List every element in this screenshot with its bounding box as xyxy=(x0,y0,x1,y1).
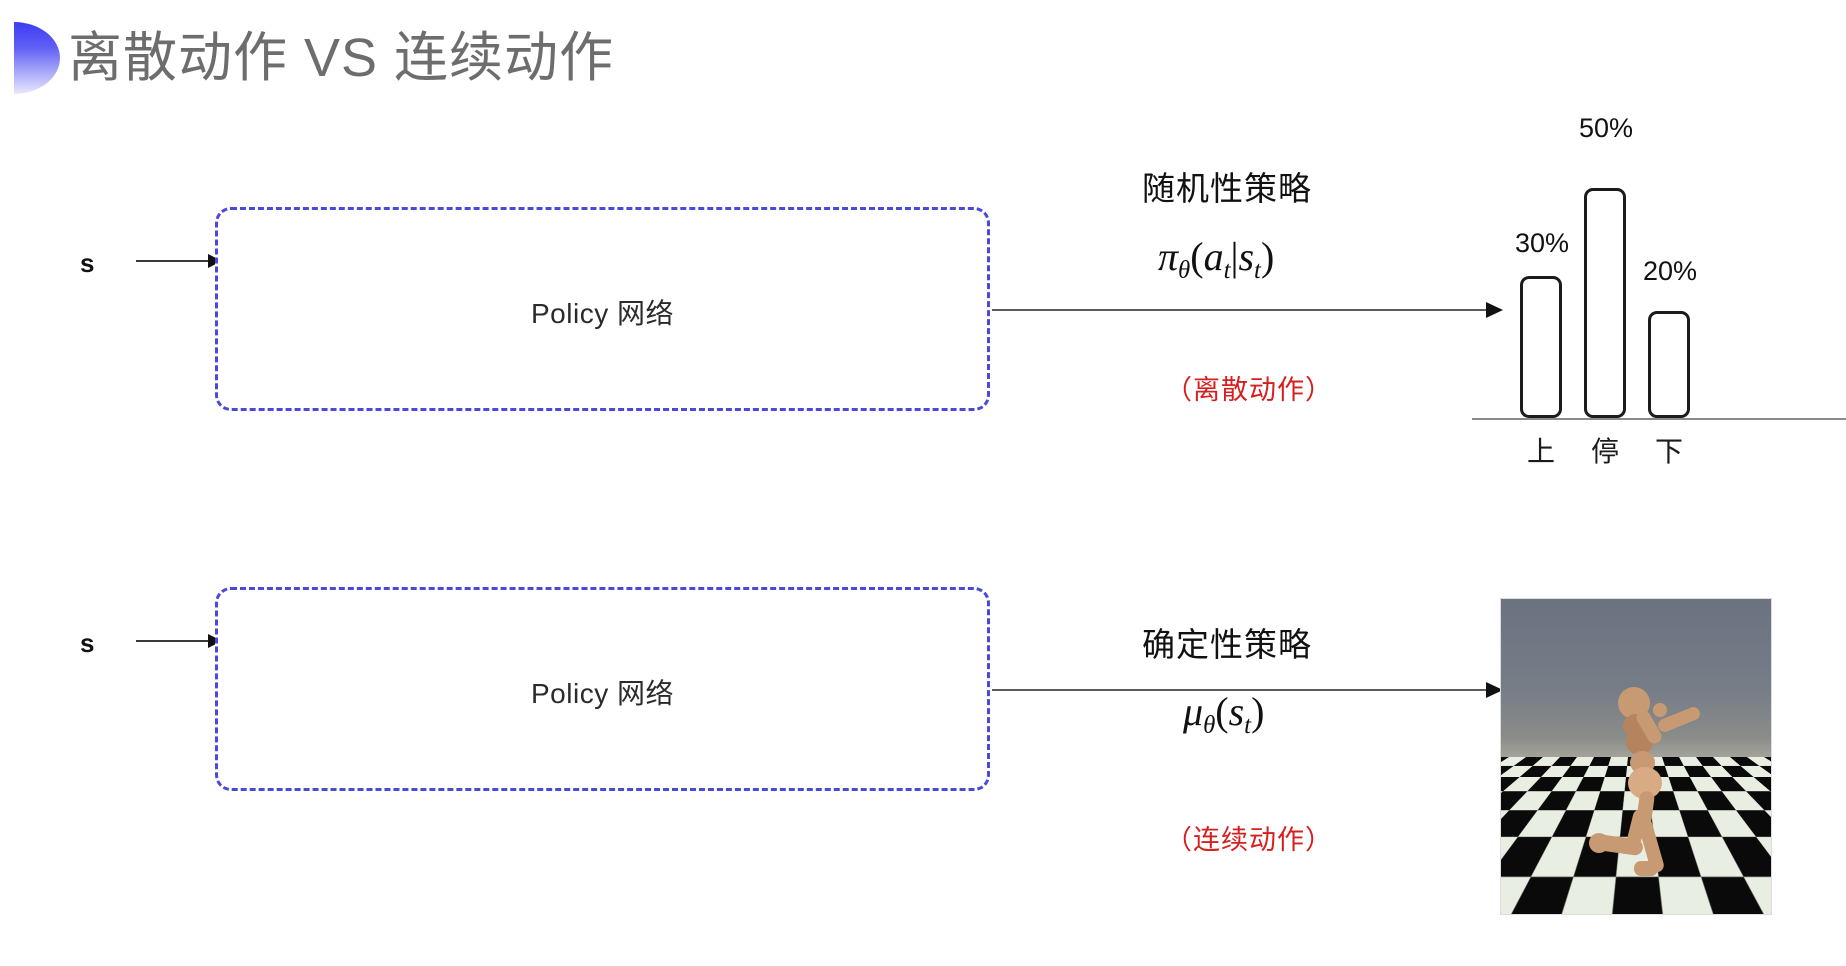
formula-param: θ xyxy=(1178,256,1191,284)
page-title: 离散动作 VS 连续动作 xyxy=(68,28,615,88)
formula-arg1: s xyxy=(1228,689,1245,734)
formula-fn: μ xyxy=(1183,689,1204,734)
output-arrow-continuous xyxy=(992,682,1504,698)
input-state-label-continuous: s xyxy=(80,628,95,658)
policy-kind-stochastic: 随机性策略 xyxy=(1142,170,1312,207)
humanoid-foot-right xyxy=(1634,861,1658,876)
formula-arg1-sub: t xyxy=(1244,711,1252,739)
formula-arg1-sub: t xyxy=(1223,256,1231,284)
bar-value-label: 50% xyxy=(1578,113,1634,143)
formula-close-paren: ) xyxy=(1251,689,1265,734)
title-decoration-icon xyxy=(14,22,60,94)
formula-arg2: s xyxy=(1238,234,1255,279)
formula-stochastic-policy: πθ(at|st) xyxy=(1158,233,1274,285)
formula-open-paren: ( xyxy=(1215,689,1229,734)
table-row[interactable] xyxy=(1520,276,1562,418)
policy-network-label: Policy 网络 xyxy=(531,678,674,709)
humanoid-simulation-image[interactable] xyxy=(1500,598,1772,915)
action-probability-bar-chart: 30% 上 50% 停 20% 下 xyxy=(1472,113,1846,467)
sim-floor-reflection xyxy=(1576,844,1658,914)
arrow-head xyxy=(1486,682,1503,698)
table-row[interactable] xyxy=(1648,311,1690,418)
policy-network-box-continuous[interactable]: Policy 网络 xyxy=(215,587,990,791)
bar-category-label: 停 xyxy=(1590,436,1619,467)
formula-bar: | xyxy=(1230,234,1239,279)
input-arrow-discrete xyxy=(136,254,222,268)
bar-value-label: 30% xyxy=(1514,228,1570,258)
formula-arg2-sub: t xyxy=(1254,256,1261,284)
formula-close-paren: ) xyxy=(1260,234,1275,279)
policy-network-label: Policy 网络 xyxy=(531,298,674,329)
action-note-continuous: （连续动作） xyxy=(1165,825,1333,855)
chart-x-axis xyxy=(1472,418,1846,420)
formula-arg1: a xyxy=(1203,234,1224,279)
action-note-discrete: （离散动作） xyxy=(1165,375,1333,405)
humanoid-foot-left xyxy=(1589,833,1609,853)
input-state-label-discrete: s xyxy=(80,248,95,278)
table-row[interactable] xyxy=(1584,188,1626,418)
arrow-shaft xyxy=(992,689,1488,691)
policy-network-box-discrete[interactable]: Policy 网络 xyxy=(215,207,990,411)
bar-value-label: 20% xyxy=(1642,256,1698,286)
formula-fn: π xyxy=(1158,234,1179,279)
arrow-shaft xyxy=(992,309,1488,311)
formula-deterministic-policy: μθ(st) xyxy=(1183,688,1264,740)
bar-category-label: 上 xyxy=(1526,436,1555,467)
humanoid-hand-left xyxy=(1653,703,1667,717)
formula-param: θ xyxy=(1203,711,1216,739)
arrow-head xyxy=(1486,302,1503,318)
output-arrow-discrete xyxy=(992,302,1504,318)
input-arrow-continuous xyxy=(136,634,222,648)
bar-category-label: 下 xyxy=(1654,436,1683,467)
policy-kind-deterministic: 确定性策略 xyxy=(1142,626,1312,663)
formula-open-paren: ( xyxy=(1190,234,1204,279)
arrow-shaft xyxy=(136,640,210,642)
arrow-shaft xyxy=(136,260,210,262)
